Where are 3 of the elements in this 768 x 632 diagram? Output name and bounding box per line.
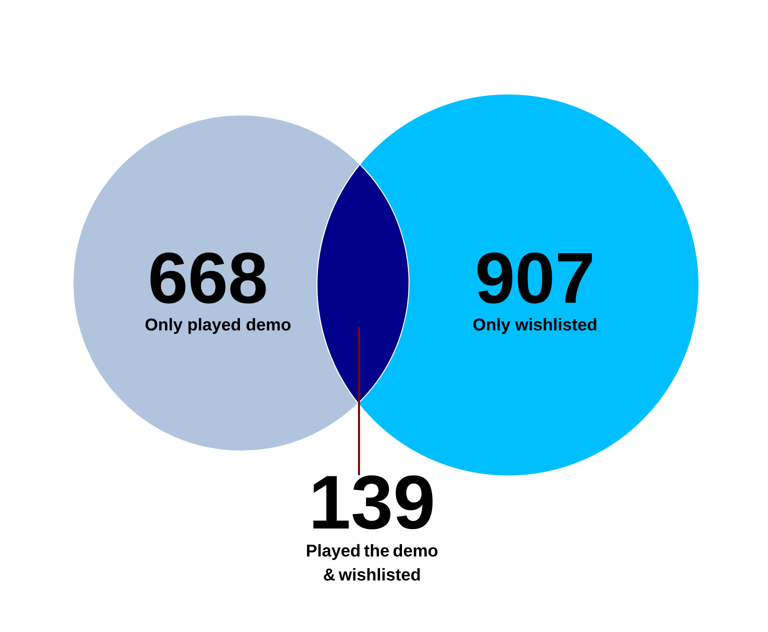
count-label: 139 Played the demo & wishlisted	[307, 475, 438, 581]
leader-line	[358, 327, 360, 476]
overlap-lens	[316, 164, 410, 404]
